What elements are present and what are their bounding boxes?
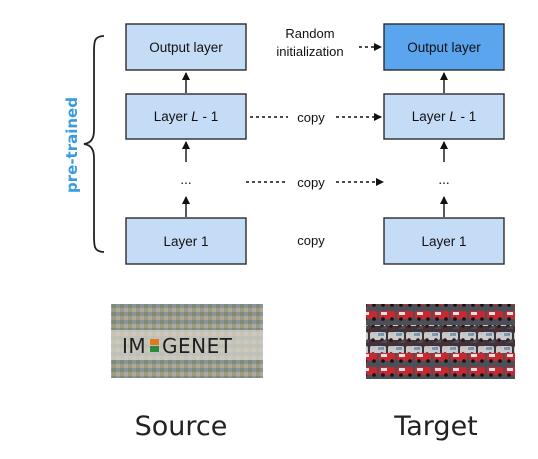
source-caption: Source (135, 411, 228, 442)
source-layer-l-1-box (125, 93, 247, 140)
random-init-label-line2: initialization (276, 44, 343, 59)
imagenet-thumbnail: IM GENET (111, 304, 263, 378)
target-layer-1-label: Layer 1 (421, 234, 466, 249)
copy-l-1-label: copy (297, 110, 325, 125)
target-output-layer-box (383, 23, 505, 71)
target-output-layer-label: Output layer (407, 40, 481, 55)
imagenet-logo-block (150, 339, 159, 345)
source-layer-l-1-label: Layer L - 1 (154, 109, 219, 124)
source-ellipsis: ... (180, 172, 191, 187)
pre-trained-brace (83, 35, 105, 253)
cars-thumbnail (366, 304, 515, 379)
source-network: Output layer Layer L - 1 ... Layer 1 (125, 23, 247, 265)
source-layer-1-label: Layer 1 (163, 234, 208, 249)
target-network: Output layer Layer L - 1 ... Layer 1 (383, 23, 505, 265)
pre-trained-label: pre-trained (63, 97, 81, 193)
copy-ellipsis-label: copy (297, 175, 325, 190)
copy-layer-1-label: copy (297, 233, 325, 248)
source-layer-1-box (125, 217, 247, 265)
source-output-layer-box (125, 23, 247, 71)
target-ellipsis: ... (438, 172, 449, 187)
target-layer-1-box (383, 217, 505, 265)
target-layer-l-1-label: Layer L - 1 (412, 109, 477, 124)
source-output-layer-label: Output layer (149, 40, 223, 55)
imagenet-text-right: GENET (162, 334, 233, 358)
target-layer-l-1-box (383, 93, 505, 140)
target-caption: Target (393, 411, 478, 442)
imagenet-text-left: IM (122, 334, 146, 358)
connectors: Random initialization copy copy copy (246, 26, 384, 248)
random-init-label-line1: Random (285, 26, 334, 41)
